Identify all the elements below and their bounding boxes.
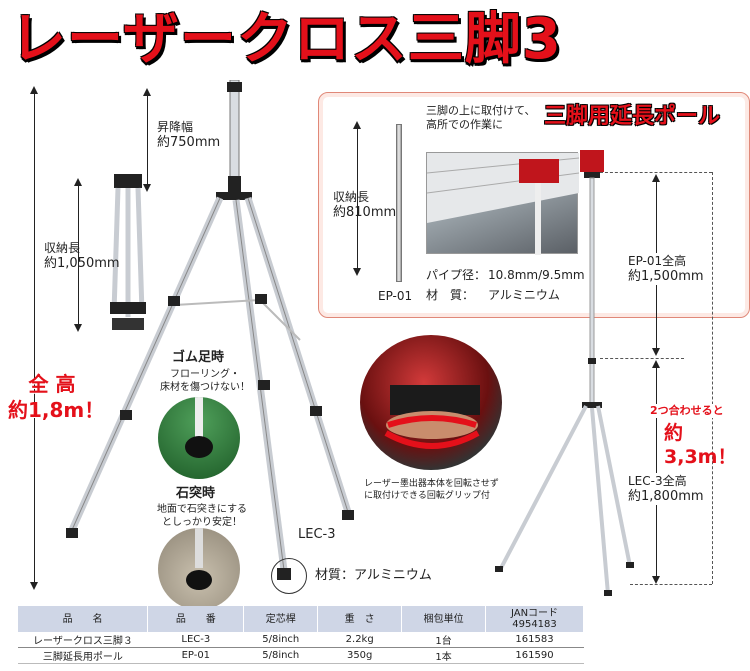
cell-weight: 2.2kg bbox=[317, 632, 402, 648]
extension-pole-image bbox=[396, 124, 402, 282]
cell-unit: 1本 bbox=[401, 647, 486, 664]
cell-jan: 161590 bbox=[485, 647, 584, 664]
lift-range-label: 昇降幅 bbox=[157, 120, 194, 134]
tripod-illustration bbox=[66, 80, 354, 580]
total-height-value: 約1,8m！ bbox=[8, 398, 105, 422]
lift-range-value: 約750mm bbox=[157, 135, 221, 150]
rotating-grip-photo bbox=[360, 335, 502, 470]
spike-foot-title: 石突時 bbox=[176, 486, 216, 501]
foot-callout-circle bbox=[271, 558, 307, 594]
ep01-height-label: EP-01全高 bbox=[627, 253, 688, 270]
pipe-diameter-label: パイプ径： bbox=[426, 268, 487, 282]
cell-unit: 1台 bbox=[401, 632, 486, 648]
cell-jan: 161583 bbox=[485, 632, 584, 648]
tripod-model-label: LEC-3 bbox=[298, 527, 336, 542]
lec3-height-value: 約1,800mm bbox=[627, 488, 705, 505]
cell-rod: 5/8inch bbox=[243, 632, 318, 648]
spike-foot-photo bbox=[158, 528, 240, 610]
storage-length-label: 収納長 bbox=[44, 241, 81, 255]
cell-name: レーザークロス三脚３ bbox=[18, 632, 148, 648]
header-package-unit: 梱包単位 bbox=[401, 606, 487, 632]
panel-storage-value: 約810mm bbox=[333, 205, 397, 220]
pole-material-label: 材 質： bbox=[426, 288, 475, 302]
header-product-code: 品 番 bbox=[147, 606, 245, 632]
header-weight: 重 さ bbox=[317, 606, 403, 632]
ep01-height-value: 約1,500mm bbox=[627, 268, 705, 285]
tripod-material-label: 材質：アルミニウム bbox=[315, 568, 432, 583]
panel-model: EP-01 bbox=[378, 289, 413, 303]
ceiling-usage-photo bbox=[426, 152, 580, 255]
header-center-rod: 定芯桿 bbox=[243, 606, 319, 632]
rubber-foot-title: ゴム足時 bbox=[172, 350, 225, 365]
cell-weight: 350g bbox=[317, 647, 402, 664]
table-row: レーザークロス三脚３ LEC-3 5/8inch 2.2kg 1台 161583 bbox=[18, 632, 584, 648]
table-row: 三脚延長用ポール EP-01 5/8inch 350g 1本 161590 bbox=[18, 647, 584, 664]
cell-code: LEC-3 bbox=[147, 632, 244, 648]
combined-setup-illustration bbox=[495, 150, 634, 596]
pipe-diameter-value: 10.8mm/9.5mm bbox=[488, 268, 585, 282]
cell-code: EP-01 bbox=[147, 647, 244, 664]
rubber-foot-desc: フローリング・ 床材を傷つけない！ bbox=[160, 369, 250, 393]
cell-name: 三脚延長用ポール bbox=[18, 647, 148, 664]
combined-label: 2つ合わせると bbox=[650, 404, 724, 418]
folded-tripod-image bbox=[110, 174, 146, 330]
cell-rod: 5/8inch bbox=[243, 647, 318, 664]
spec-table-header: 品 名 品 番 定芯桿 重 さ 梱包単位 JANコード 4954183 bbox=[18, 606, 584, 632]
header-jan-code: JANコード 4954183 bbox=[485, 606, 584, 632]
combined-height-value: 約3,3m！ bbox=[664, 422, 737, 468]
total-height-label: 全 高 bbox=[28, 372, 76, 396]
rubber-foot-photo bbox=[158, 397, 240, 479]
extension-pole-badge: 三脚用延長ポール bbox=[538, 103, 727, 131]
panel-intro: 三脚の上に取付けて、 高所での作業に bbox=[426, 104, 536, 131]
spec-table: 品 名 品 番 定芯桿 重 さ 梱包単位 JANコード 4954183 レーザー… bbox=[18, 606, 584, 664]
storage-length-value: 約1,050mm bbox=[44, 256, 120, 271]
pole-material-value: アルミニウム bbox=[488, 288, 560, 302]
header-product-name: 品 名 bbox=[18, 606, 149, 632]
panel-storage-label: 収納長 bbox=[333, 190, 370, 204]
spike-foot-desc: 地面で石突きにする としっかり安定！ bbox=[156, 504, 248, 528]
grip-caption: レーザー墨出器本体を回転させず に取付けできる回転グリップ付 bbox=[364, 479, 499, 501]
page-title: レーザークロス三脚3 bbox=[10, 7, 562, 72]
lec3-height-label: LEC-3全高 bbox=[627, 473, 688, 490]
